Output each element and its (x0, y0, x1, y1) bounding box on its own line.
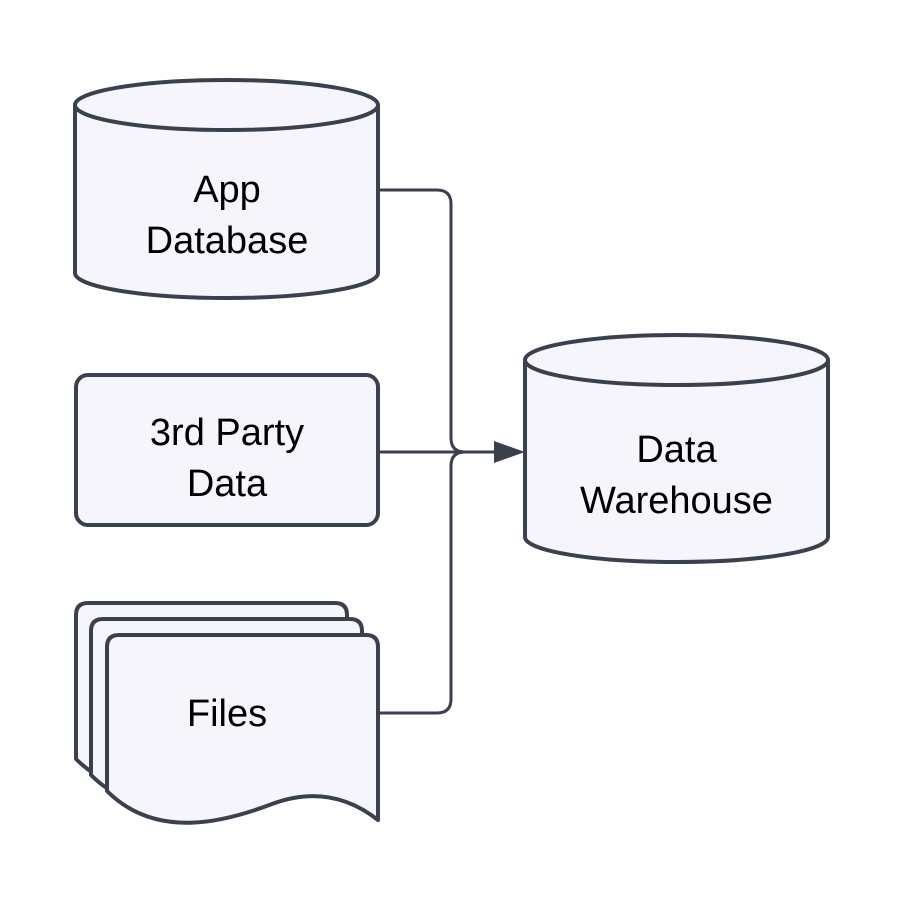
cylinder-shape (523, 333, 830, 564)
node-label-line: Data (187, 463, 268, 505)
edge-app-database-to-data-warehouse (378, 188, 470, 454)
node-label-line: 3rd Party (150, 412, 304, 454)
arrowhead-into-data-warehouse (494, 441, 525, 463)
rounded-rectangle-shape (74, 373, 380, 527)
node-app-database: App Database (73, 78, 380, 300)
node-label-line: App (193, 169, 261, 211)
node-data-warehouse: Data Warehouse (523, 333, 830, 564)
cylinder-rim (73, 104, 380, 132)
edge-files-to-data-warehouse (378, 450, 470, 715)
cylinder-rim (523, 359, 830, 387)
edge-group (378, 188, 525, 715)
node-label-line: Database (146, 220, 309, 262)
cylinder-shape (73, 78, 380, 300)
node-label-line: Files (187, 693, 267, 735)
node-third-party-data: 3rd Party Data (74, 373, 380, 527)
node-label-line: Warehouse (580, 480, 773, 522)
node-label-line: Data (636, 429, 717, 471)
node-files: Files (74, 601, 380, 825)
